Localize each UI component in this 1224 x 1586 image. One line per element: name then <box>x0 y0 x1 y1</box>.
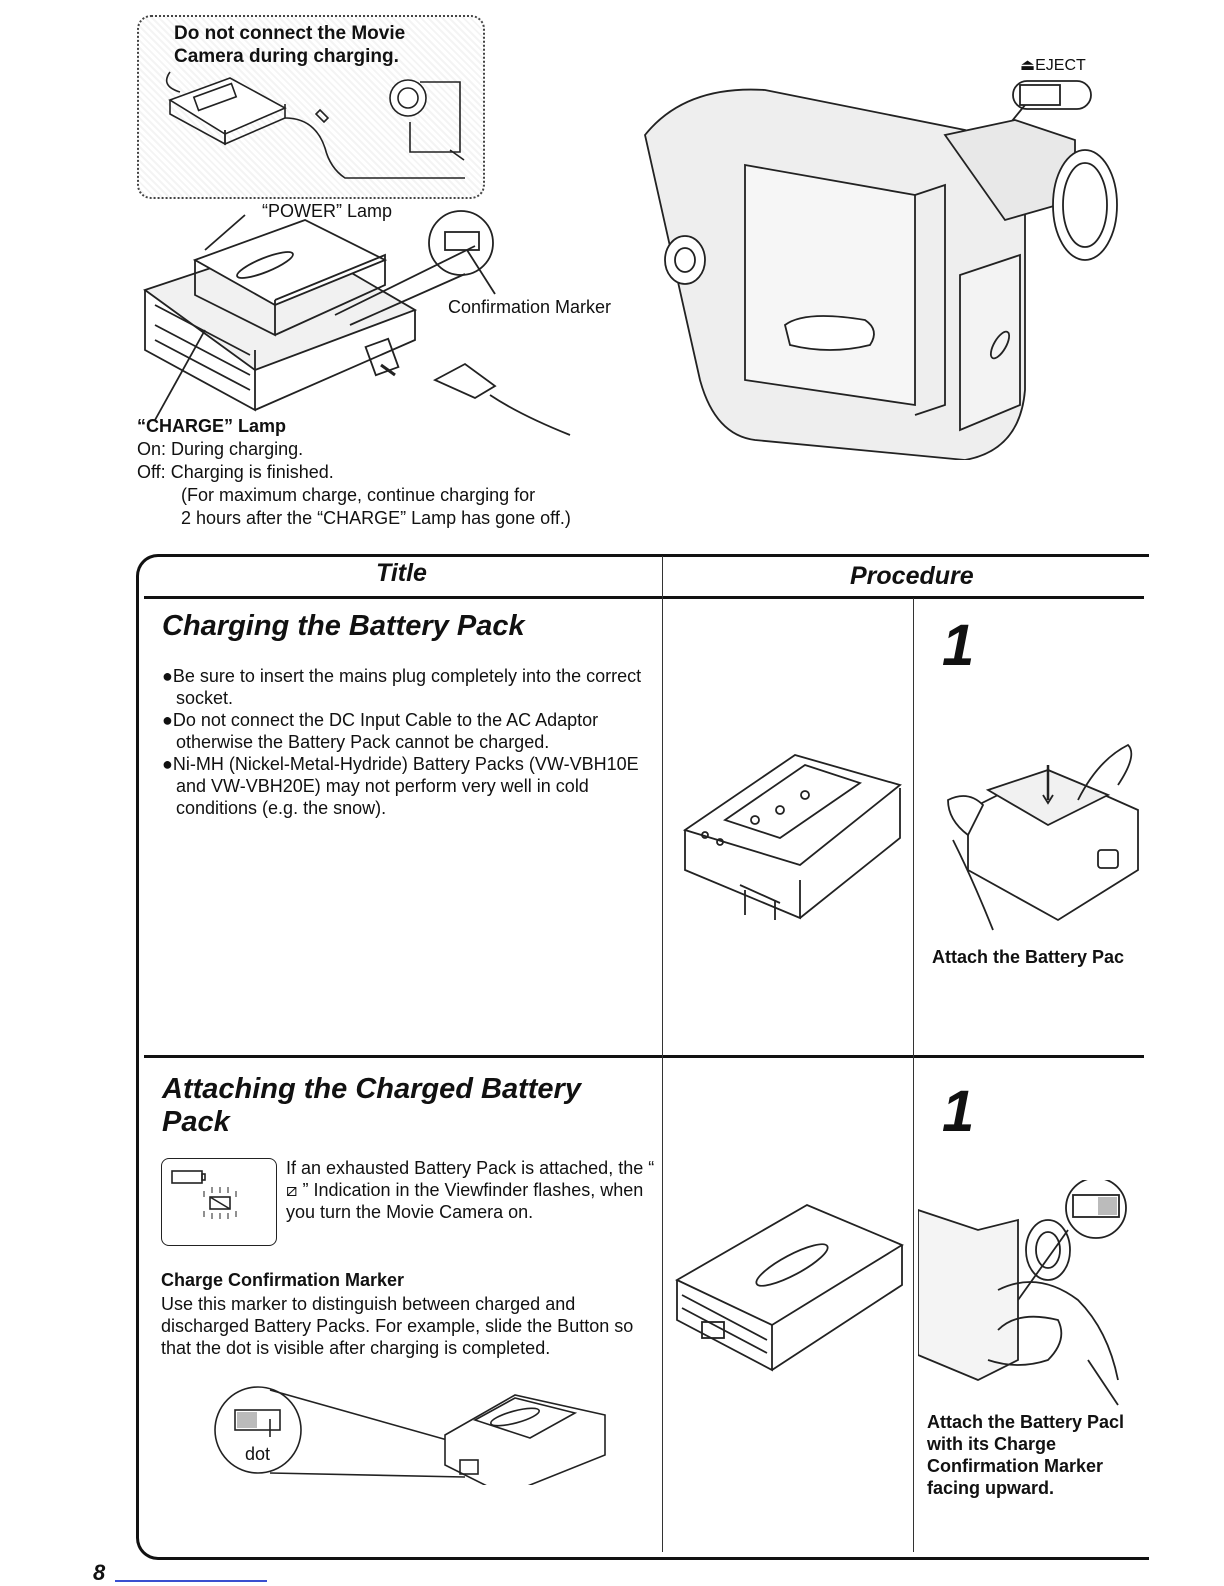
warning-text: Do not connect the Movie Camera during c… <box>174 23 406 67</box>
table-row-divider <box>144 1055 1144 1058</box>
bullet-item: ●Do not connect the DC Input Cable to th… <box>162 710 599 752</box>
warning-illustration <box>165 71 465 179</box>
charger-illustration <box>143 210 571 436</box>
step-number: 1 <box>942 613 975 678</box>
table-header-divider <box>144 596 1144 599</box>
power-lamp-label: “POWER” Lamp <box>262 201 393 221</box>
camcorder-illustration <box>644 80 1118 460</box>
column-procedure-heading: Procedure <box>850 562 974 590</box>
charging-bullets: ●Be sure to insert the mains plug comple… <box>162 665 657 819</box>
procedure-column-divider <box>913 598 914 1552</box>
step-number: 1 <box>942 1079 975 1144</box>
step-caption-attach: Attach the Battery Pac <box>932 947 1125 967</box>
charge-lamp-note: “CHARGE” Lamp On: During charging. Off: … <box>137 415 571 530</box>
charge-lamp-heading: “CHARGE” Lamp <box>137 416 287 436</box>
battery-warning-icon <box>171 1170 237 1219</box>
confirmation-marker-label: Confirmation Marker <box>448 297 612 317</box>
off-label: Off: <box>137 462 166 482</box>
attach-battery-illustration <box>947 743 1139 931</box>
section-title-attaching-line-1: Attaching the Charged Battery <box>162 1073 581 1105</box>
procedure-table <box>136 554 1149 1560</box>
step-caption-line: facing upward. <box>927 1478 1055 1498</box>
attach-charged-battery-illustration <box>918 1180 1127 1406</box>
section-title-charging: Charging the Battery Pack <box>162 610 525 642</box>
dot-marker-illustration <box>214 1386 606 1485</box>
page-number: 8 <box>93 1560 106 1585</box>
charge-confirmation-body: Use this marker to distinguish between c… <box>161 1294 634 1358</box>
page-underline <box>115 1580 267 1582</box>
section-title-attaching-line-2: Pack <box>162 1106 230 1138</box>
viewfinder-note: If an exhausted Battery Pack is attached… <box>286 1158 655 1222</box>
bullet-item: ●Ni-MH (Nickel-Metal-Hydride) Battery Pa… <box>162 754 639 818</box>
step-caption-line: with its Charge <box>927 1434 1057 1454</box>
charge-note-line-1: (For maximum charge, continue charging f… <box>181 485 536 505</box>
step-caption-line: Attach the Battery Pacl <box>927 1412 1125 1432</box>
charger-outline-illustration <box>682 754 902 920</box>
column-title-heading: Title <box>376 559 427 587</box>
column-divider <box>662 556 663 1552</box>
bullet-item: ●Be sure to insert the mains plug comple… <box>162 666 642 708</box>
step-caption-line: Confirmation Marker <box>927 1456 1104 1476</box>
charge-confirmation-heading: Charge Confirmation Marker <box>161 1270 405 1290</box>
dot-label: dot <box>245 1444 271 1464</box>
viewfinder-indicator-box <box>161 1158 277 1246</box>
charge-note-line-2: 2 hours after the “CHARGE” Lamp has gone… <box>181 508 571 528</box>
off-text: Charging is finished. <box>170 462 334 482</box>
eject-label: ⏏EJECT <box>1020 57 1086 74</box>
battery-pack-illustration <box>675 1203 904 1372</box>
on-text: During charging. <box>171 439 304 459</box>
on-label: On: <box>137 439 167 459</box>
